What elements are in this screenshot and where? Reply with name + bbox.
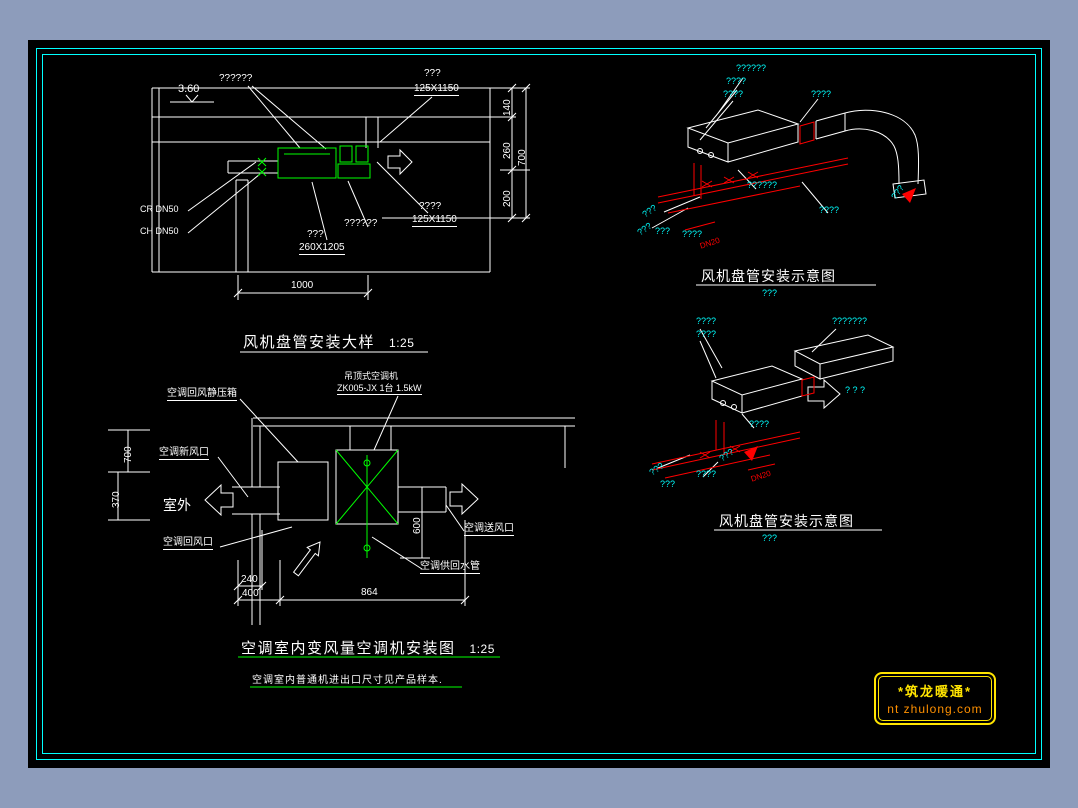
vav-unit-drawing [108,395,575,688]
vav-scale: 1:25 [469,642,495,656]
border-frame-inner [42,54,1036,754]
fan-coil-iso-bottom [651,328,895,531]
vav-title-text: 空调室内变风量空调机安装图 [241,640,456,657]
vav-drawing-title: 空调室内变风量空调机安装图 1:25 [241,637,495,658]
detail-drawing-title: 风机盘管安装大样 1:25 [243,331,414,352]
fan-coil-detail-drawing [151,83,531,353]
iso-top-subtitle: ??? [762,288,778,298]
detail-scale: 1:25 [389,336,415,350]
zhulong-logo-inner: *筑龙暖通* nt zhulong.com [878,676,992,721]
vav-note: 空调室内普通机进出口尺寸见产品样本. [252,675,443,686]
logo-url: nt zhulong.com [887,702,983,716]
zhulong-logo-box: *筑龙暖通* nt zhulong.com [874,672,996,725]
logo-title: *筑龙暖通* [897,684,973,699]
iso-bottom-subtitle: ??? [762,533,778,543]
drawing-canvas [28,40,1050,768]
detail-title-text: 风机盘管安装大样 [243,334,376,351]
iso-bottom-title: 风机盘管安装示意图 [719,513,854,529]
iso-top-title: 风机盘管安装示意图 [701,268,836,284]
border-frame-outer [36,48,1042,760]
fan-coil-iso-top [651,77,927,286]
